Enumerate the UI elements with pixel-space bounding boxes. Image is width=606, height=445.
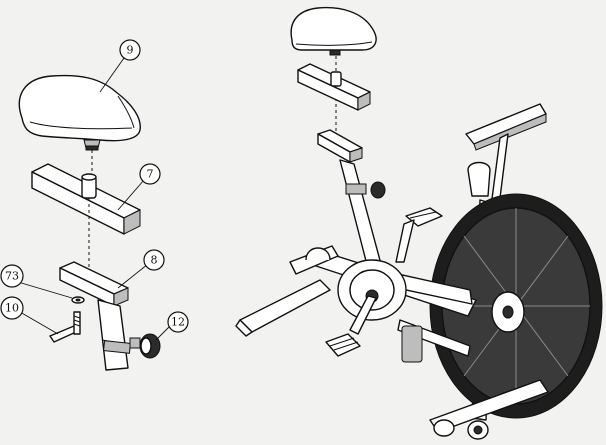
seat-clamp	[345, 183, 367, 195]
crank-housing	[337, 259, 407, 321]
seat-knob	[370, 181, 386, 199]
frame-tube-stub	[97, 299, 132, 371]
svg-text:73: 73	[5, 270, 19, 283]
slider-part	[59, 261, 129, 307]
bike-slider	[317, 129, 363, 163]
knob-part	[129, 333, 161, 359]
callout-73: 73	[0, 264, 24, 288]
callout-12: 12	[167, 311, 189, 333]
front-stabilizer	[429, 379, 549, 440]
svg-text:10: 10	[5, 302, 19, 315]
tension-box	[401, 325, 423, 363]
svg-text:12: 12	[171, 316, 185, 329]
svg-text:7: 7	[147, 168, 154, 181]
bolt-part	[49, 311, 81, 343]
saddle-part	[18, 74, 141, 151]
bike-seat-post	[297, 63, 371, 111]
callout-9: 9	[119, 39, 141, 61]
fan-wheel	[429, 193, 603, 419]
exploded-seat-assembly	[17, 57, 175, 371]
washer-part	[71, 296, 85, 304]
rear-stabilizer	[235, 245, 339, 337]
seat-post-part	[31, 163, 141, 235]
svg-text:8: 8	[151, 254, 158, 267]
svg-text:9: 9	[127, 44, 134, 57]
callout-10: 10	[0, 296, 24, 320]
bike-saddle	[290, 6, 377, 56]
handle-grip	[467, 161, 491, 197]
assembled-bike	[235, 6, 603, 440]
callout-7: 7	[139, 163, 161, 185]
callout-8: 8	[143, 249, 165, 271]
crank-arm	[349, 295, 377, 335]
pedal-left	[325, 333, 361, 357]
